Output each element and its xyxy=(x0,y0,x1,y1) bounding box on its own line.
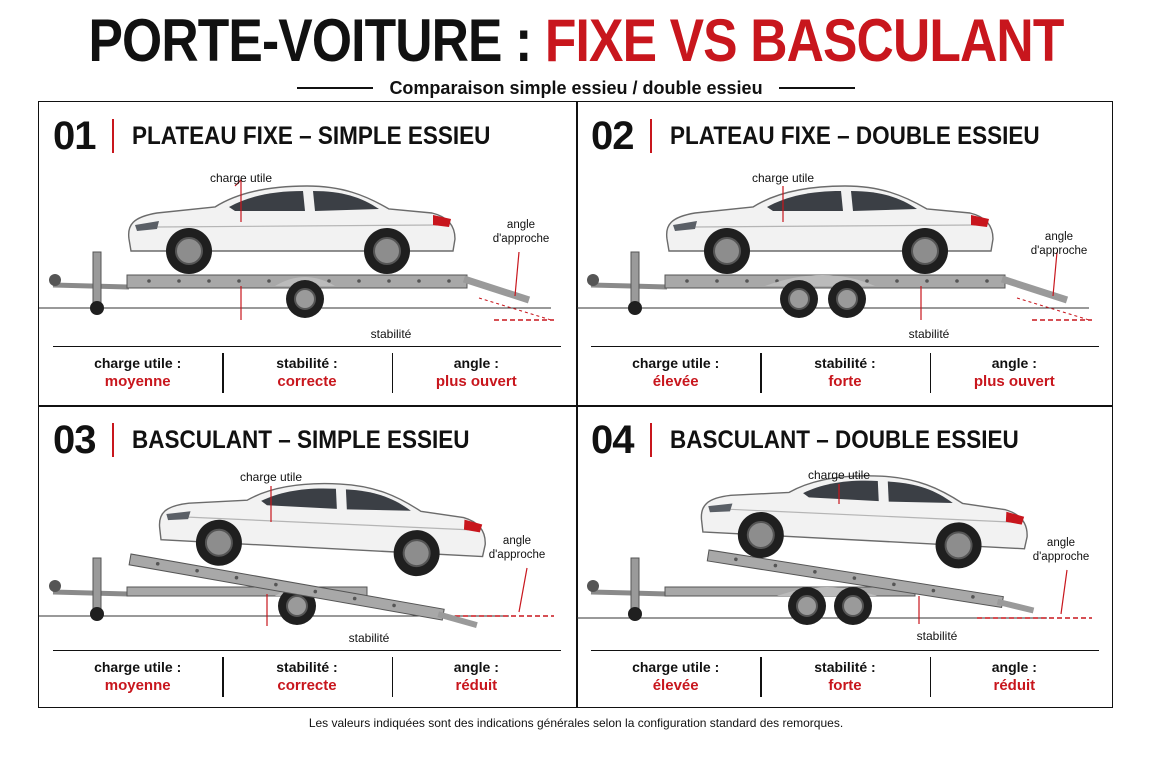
grid-divider-vertical xyxy=(576,102,578,707)
spec-label: stabilité : xyxy=(814,659,876,675)
panel-title-divider xyxy=(649,423,652,457)
panel-number: 02 xyxy=(591,113,634,158)
panel-title-divider xyxy=(649,119,652,153)
comparison-grid: 01 PLATEAU FIXE – SIMPLE ESSIEU xyxy=(38,101,1113,708)
spec-label: stabilité : xyxy=(276,659,338,675)
trailer-illustration: charge utile angle d'approche stabilité xyxy=(577,465,1092,643)
spec-label: charge utile : xyxy=(632,355,720,371)
title-part-1: PORTE-VOITURE : xyxy=(88,7,545,74)
specs-row: charge utile : élevée stabilité : forte … xyxy=(591,650,1099,703)
angle-label-line1: angle xyxy=(1047,537,1075,549)
grid-divider-horizontal xyxy=(39,405,1112,407)
angle-label-line2: d'approche xyxy=(493,233,550,245)
angle-label-line2: d'approche xyxy=(489,549,546,561)
spec-angle: angle : réduit xyxy=(391,651,561,703)
stability-label: stabilité xyxy=(909,327,950,341)
angle-label-line1: angle xyxy=(507,219,535,231)
panel-title: BASCULANT – SIMPLE ESSIEU xyxy=(131,425,470,454)
spec-payload: charge utile : élevée xyxy=(591,651,760,703)
spec-label: stabilité : xyxy=(814,355,876,371)
spec-label: angle : xyxy=(991,659,1037,675)
spec-value: forte xyxy=(828,677,862,694)
specs-row: charge utile : élevée stabilité : forte … xyxy=(591,346,1099,399)
spec-stability: stabilité : forte xyxy=(760,651,929,703)
panel-tilt-double-axle: 04 BASCULANT – DOUBLE ESSIEU xyxy=(577,406,1114,709)
spec-value: moyenne xyxy=(104,677,171,694)
panel-number: 03 xyxy=(53,417,96,462)
load-label: charge utile xyxy=(210,171,272,185)
angle-label-line2: d'approche xyxy=(1033,551,1090,563)
spec-value: plus ouvert xyxy=(435,373,517,390)
panel-title-divider xyxy=(111,423,114,457)
spec-label: charge utile : xyxy=(94,355,182,371)
spec-value: forte xyxy=(828,373,862,390)
panel-number: 04 xyxy=(591,417,634,462)
spec-value: réduit xyxy=(993,677,1036,694)
page-title: PORTE-VOITURE : FIXE VS BASCULANT xyxy=(81,6,1072,76)
spec-angle: angle : plus ouvert xyxy=(929,347,1099,399)
load-label: charge utile xyxy=(240,470,302,484)
trailer-illustration: charge utile angle d'approche stabilité xyxy=(39,470,554,645)
spec-label: angle : xyxy=(453,659,499,675)
trailer-illustration: charge utile angle d'approche stabilité xyxy=(577,171,1092,341)
spec-payload: charge utile : moyenne xyxy=(53,651,222,703)
spec-payload: charge utile : moyenne xyxy=(53,347,222,399)
panel-fixed-double-axle: 02 PLATEAU FIXE – DOUBLE ESSIEU xyxy=(577,102,1114,405)
spec-value: correcte xyxy=(277,677,337,694)
spec-value: correcte xyxy=(277,373,337,390)
spec-angle: angle : réduit xyxy=(929,651,1099,703)
specs-row: charge utile : moyenne stabilité : corre… xyxy=(53,346,561,399)
subtitle-rule-left xyxy=(297,87,374,89)
footer-note: Les valeurs indiquées sont des indicatio… xyxy=(308,716,844,730)
stability-label: stabilité xyxy=(371,327,412,341)
spec-value: plus ouvert xyxy=(973,373,1055,390)
panel-header: 01 PLATEAU FIXE – SIMPLE ESSIEU xyxy=(53,114,530,158)
spec-value: réduit xyxy=(455,677,498,694)
panel-title-divider xyxy=(111,119,114,153)
panel-title: BASCULANT – DOUBLE ESSIEU xyxy=(669,425,1019,454)
spec-angle: angle : plus ouvert xyxy=(391,347,561,399)
spec-label: angle : xyxy=(991,355,1037,371)
spec-payload: charge utile : élevée xyxy=(591,347,760,399)
title-part-2: FIXE VS BASCULANT xyxy=(544,7,1064,74)
panel-header: 03 BASCULANT – SIMPLE ESSIEU xyxy=(53,418,507,462)
spec-stability: stabilité : correcte xyxy=(222,347,391,399)
panel-tilt-single-axle: 03 BASCULANT – SIMPLE ESSIEU xyxy=(39,406,576,709)
stability-label: stabilité xyxy=(917,629,958,643)
spec-value: moyenne xyxy=(104,373,171,390)
stability-label: stabilité xyxy=(349,631,390,645)
trailer-illustration: charge utile angle d'approche stabilité xyxy=(39,171,554,341)
panel-fixed-single-axle: 01 PLATEAU FIXE – SIMPLE ESSIEU xyxy=(39,102,576,405)
spec-stability: stabilité : forte xyxy=(760,347,929,399)
specs-row: charge utile : moyenne stabilité : corre… xyxy=(53,650,561,703)
angle-label-line1: angle xyxy=(1045,231,1073,243)
angle-label-line1: angle xyxy=(503,535,531,547)
panel-title: PLATEAU FIXE – DOUBLE ESSIEU xyxy=(669,121,1040,150)
angle-label-line2: d'approche xyxy=(1031,245,1088,257)
spec-label: charge utile : xyxy=(632,659,720,675)
spec-value: élevée xyxy=(652,677,699,694)
spec-label: angle : xyxy=(453,355,499,371)
subtitle-row: Comparaison simple essieu / double essie… xyxy=(0,76,1152,100)
subtitle-rule-right xyxy=(778,87,855,89)
spec-stability: stabilité : correcte xyxy=(222,651,391,703)
panel-header: 04 BASCULANT – DOUBLE ESSIEU xyxy=(591,418,1057,462)
load-label: charge utile xyxy=(752,171,814,185)
panel-header: 02 PLATEAU FIXE – DOUBLE ESSIEU xyxy=(591,114,1080,158)
subtitle: Comparaison simple essieu / double essie… xyxy=(389,77,763,98)
panel-number: 01 xyxy=(53,113,96,158)
panel-title: PLATEAU FIXE – SIMPLE ESSIEU xyxy=(131,121,490,150)
spec-label: stabilité : xyxy=(276,355,338,371)
spec-label: charge utile : xyxy=(94,659,182,675)
load-label: charge utile xyxy=(808,468,870,482)
spec-value: élevée xyxy=(652,373,699,390)
